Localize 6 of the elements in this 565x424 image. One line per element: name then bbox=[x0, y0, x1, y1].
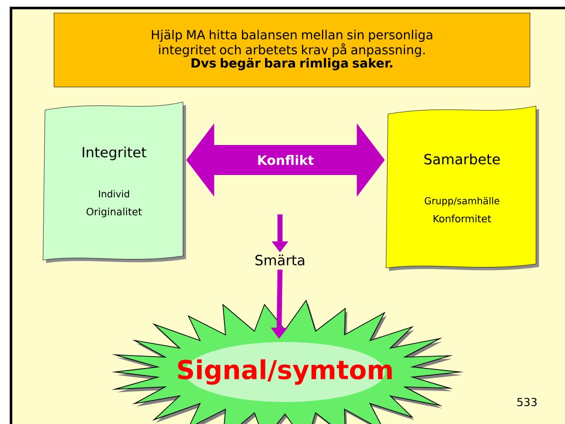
page-number: 533 bbox=[517, 398, 537, 406]
note-card: Integritet Individ Originalitet bbox=[42, 102, 186, 263]
edge-label: Konflikt bbox=[255, 152, 316, 168]
text-label: Smärta bbox=[255, 254, 304, 266]
note-box: Hjälp MA hitta balansen mellan sin personliga integritet och arbetets krav på anpassning. Dvs begär bara rimliga saker. bbox=[54, 12, 530, 88]
note-card: Samarbete Grupp/samhälle Konformitet bbox=[386, 106, 539, 271]
